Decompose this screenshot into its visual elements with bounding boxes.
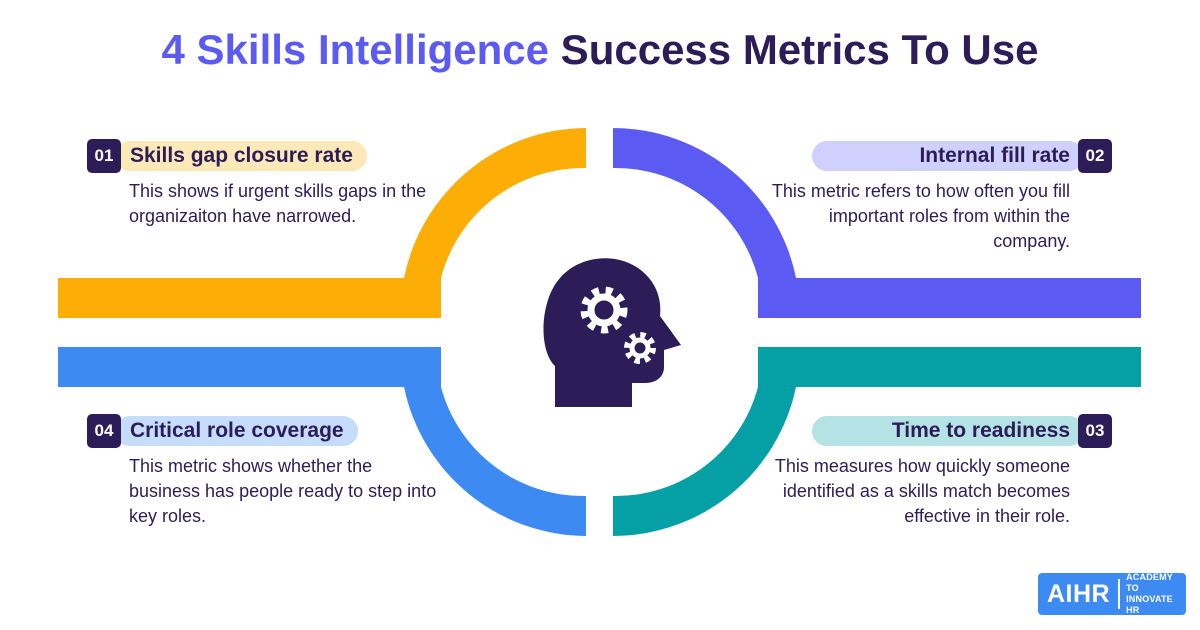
- metric-card-04: 04 Critical role coverage This metric sh…: [87, 414, 447, 529]
- page-title: 4 Skills Intelligence Success Metrics To…: [0, 22, 1200, 78]
- metric-header: 01 Skills gap closure rate: [87, 139, 447, 173]
- metric-card-02: Internal fill rate 02 This metric refers…: [752, 139, 1112, 254]
- metric-description: This metric refers to how often you fill…: [771, 181, 1070, 251]
- metric-label: Critical role coverage: [115, 416, 358, 446]
- metric-number-badge: 01: [87, 139, 121, 173]
- metric-header: Internal fill rate 02: [752, 139, 1112, 173]
- metric-card-03: Time to readiness 03 This measures how q…: [752, 414, 1112, 529]
- logo-brand: AIHR: [1038, 579, 1121, 609]
- metric-description: This measures how quickly someone identi…: [774, 456, 1070, 526]
- metric-header: Time to readiness 03: [752, 414, 1112, 448]
- logo-tagline-line1: ACADEMY TO: [1126, 572, 1173, 593]
- title-accent: 4 Skills Intelligence: [161, 26, 550, 73]
- metric-label: Time to readiness: [812, 416, 1084, 446]
- segment-blue: [58, 347, 586, 536]
- metric-card-01: 01 Skills gap closure rate This shows if…: [87, 139, 447, 229]
- logo-tagline-line2: INNOVATE HR: [1126, 594, 1173, 615]
- metric-header: 04 Critical role coverage: [87, 414, 447, 448]
- segment-purple: [613, 128, 1141, 318]
- segment-teal: [613, 347, 1141, 536]
- metric-number-badge: 03: [1078, 414, 1112, 448]
- metric-label: Internal fill rate: [812, 141, 1084, 171]
- metric-description: This shows if urgent skills gaps in the …: [129, 181, 427, 226]
- segment-orange: [58, 128, 586, 318]
- title-rest: Success Metrics To Use: [549, 26, 1039, 73]
- metric-label: Skills gap closure rate: [115, 141, 367, 171]
- logo-tagline: ACADEMY TO INNOVATE HR: [1120, 572, 1186, 616]
- aihr-logo: AIHR ACADEMY TO INNOVATE HR: [1038, 572, 1186, 616]
- metric-number-badge: 04: [87, 414, 121, 448]
- metric-description: This metric shows whether the business h…: [129, 456, 437, 526]
- head-with-gears-icon: [543, 258, 681, 407]
- metric-number-badge: 02: [1078, 139, 1112, 173]
